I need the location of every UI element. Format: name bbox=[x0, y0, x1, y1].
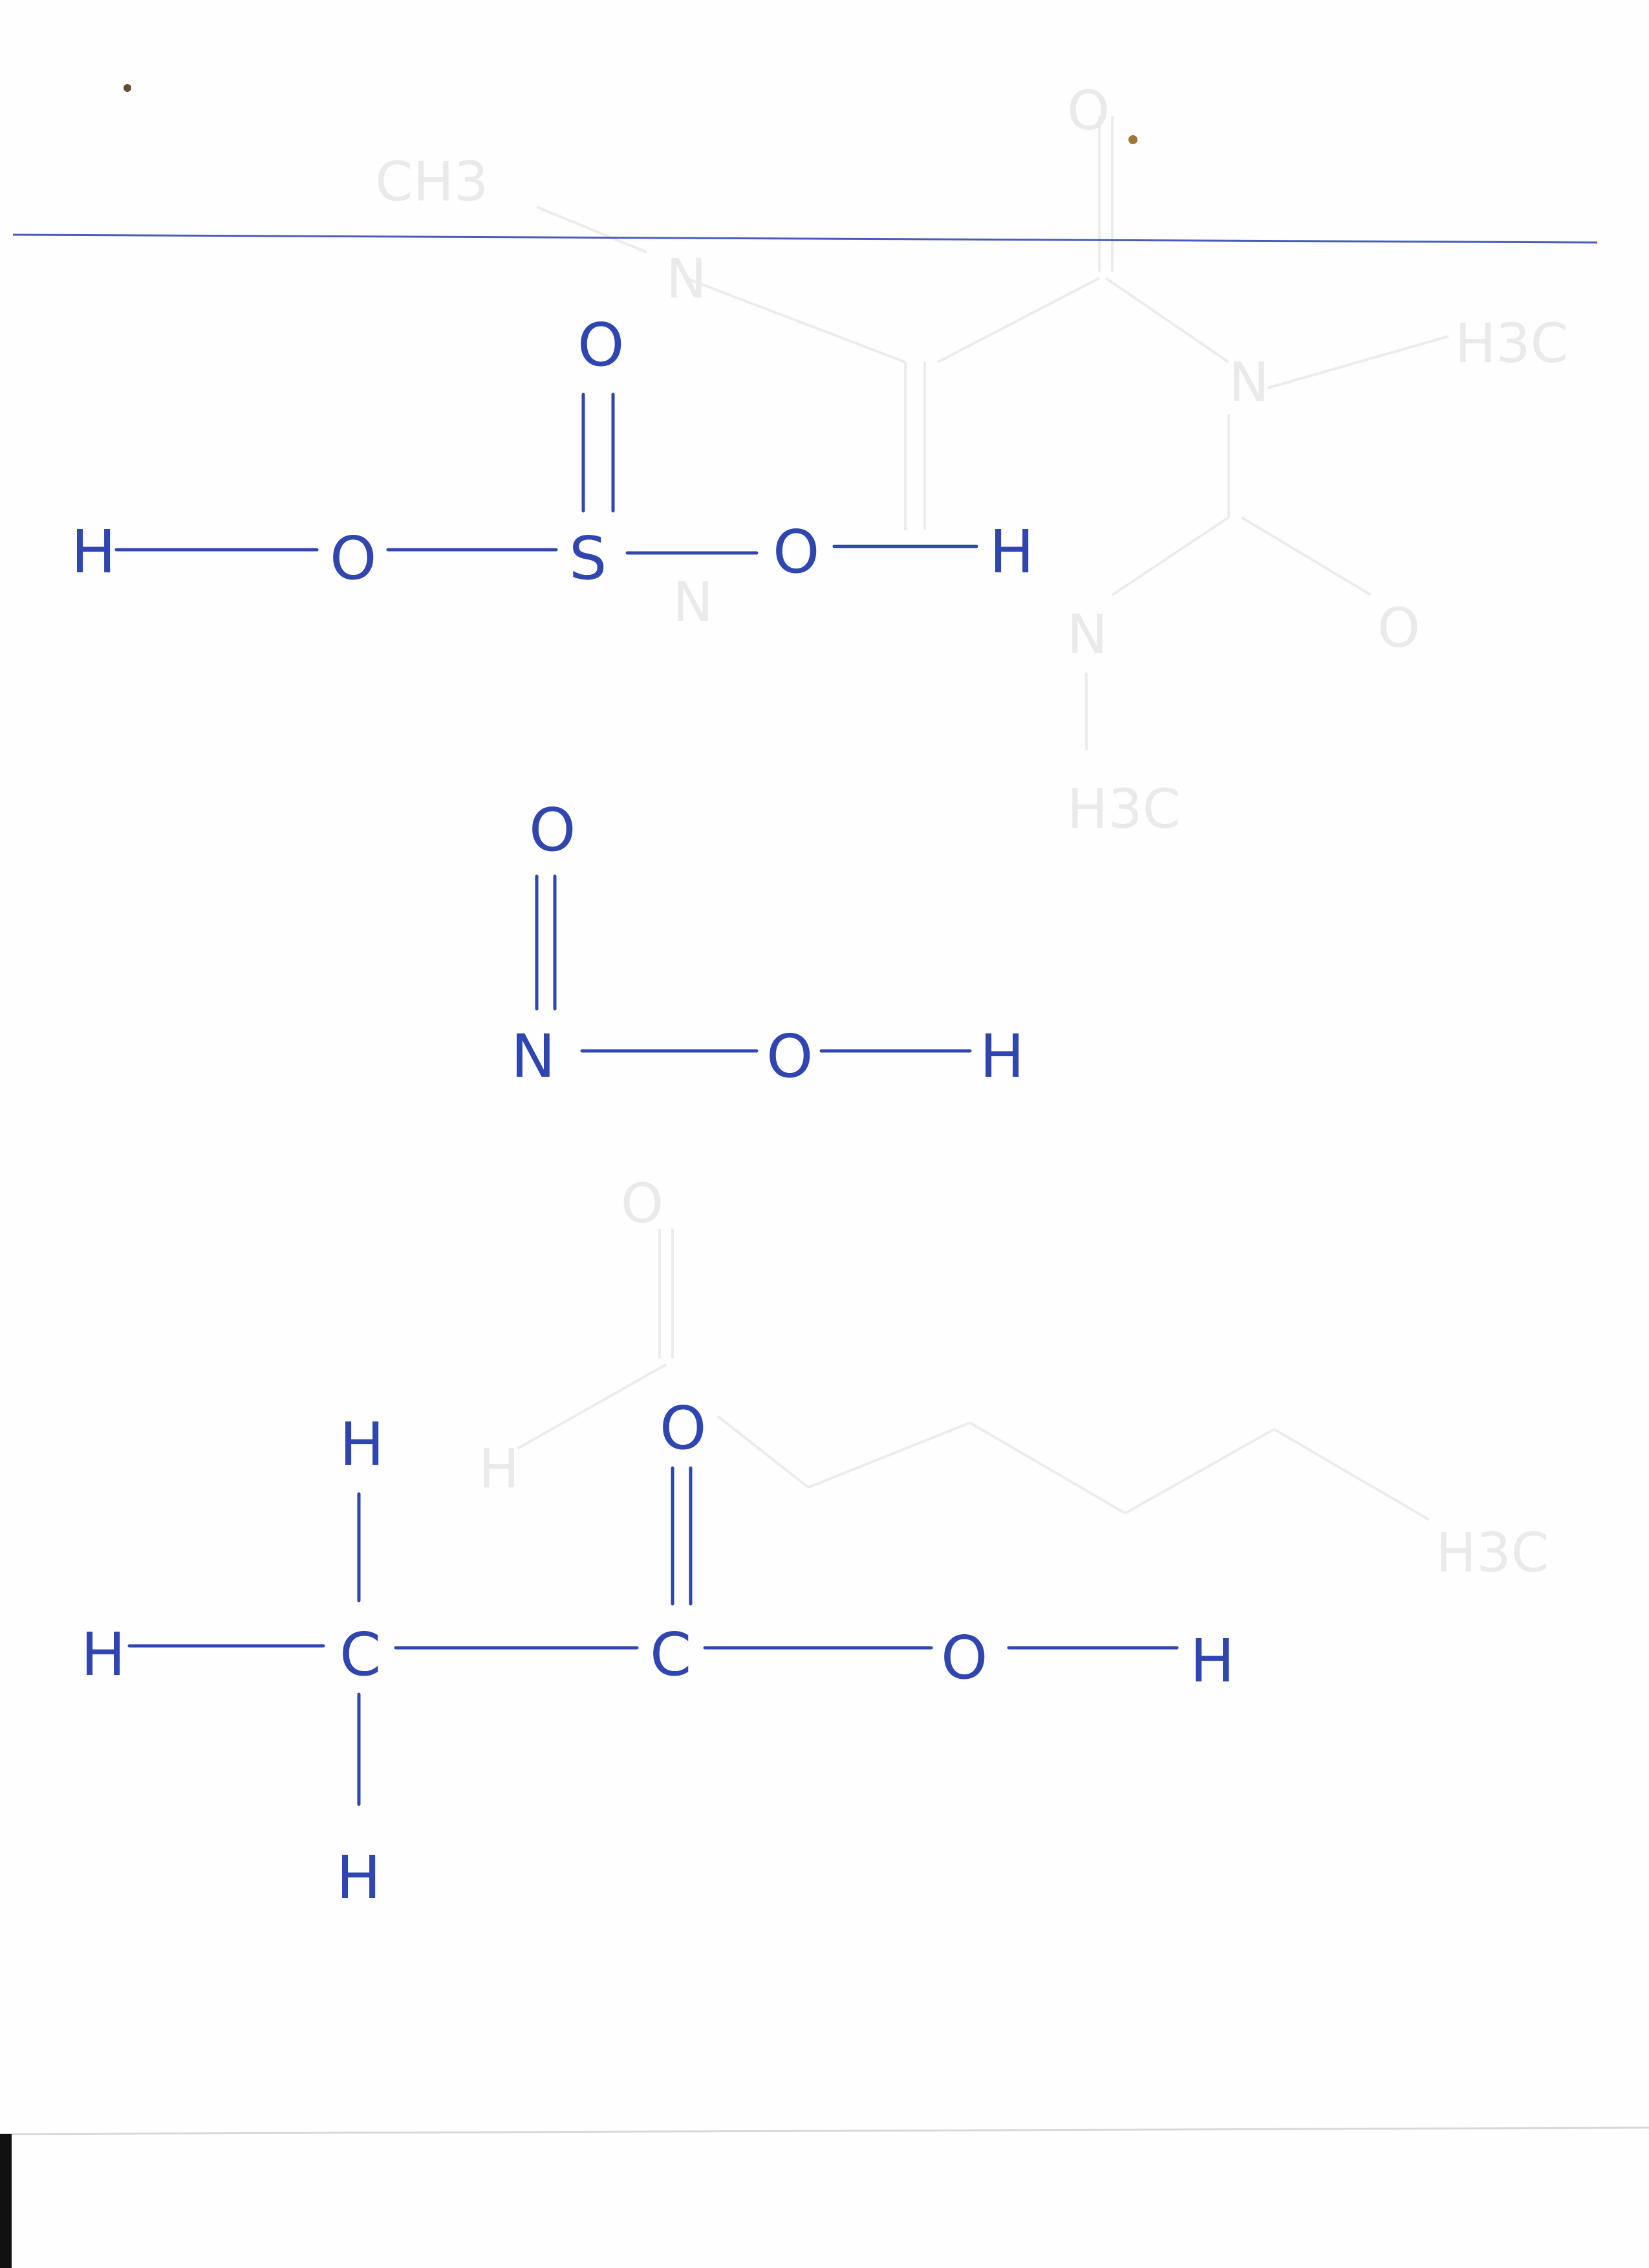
molecule-acetic-acid: H C H H C O O H bbox=[81, 1394, 1234, 1912]
atom-oxygen: O bbox=[941, 1623, 987, 1692]
atom-hydrogen: H bbox=[989, 517, 1034, 587]
bleed-through-structure: CH3 N O N H3C N O N H3C O H H3C bbox=[375, 79, 1568, 1584]
atom-carbon: C bbox=[650, 1620, 691, 1689]
bleed-label: N bbox=[1229, 351, 1269, 414]
molecule-sulfurous-acid: H O S O H O bbox=[71, 310, 1034, 593]
atom-hydrogen: H bbox=[1190, 1626, 1234, 1696]
bleed-label: O bbox=[621, 1172, 663, 1235]
bleed-label: N bbox=[673, 570, 713, 634]
bleed-label: O bbox=[1377, 596, 1420, 660]
bleed-label: H3C bbox=[1067, 777, 1180, 841]
bleed-label: N bbox=[1067, 603, 1108, 666]
bleed-label: O bbox=[1067, 79, 1110, 142]
atom-oxygen-double: O bbox=[660, 1394, 706, 1463]
page-bottom-edge bbox=[0, 2126, 1649, 2135]
atom-carbon: C bbox=[339, 1620, 381, 1689]
header-rule bbox=[12, 233, 1598, 244]
bleed-label: H bbox=[479, 1437, 519, 1500]
molecule-nitrous-acid: O N O H bbox=[511, 795, 1024, 1091]
bleed-label: H3C bbox=[1436, 1521, 1549, 1584]
atom-hydrogen: H bbox=[980, 1022, 1024, 1091]
bleed-label: CH3 bbox=[375, 150, 488, 213]
atom-hydrogen: H bbox=[71, 517, 116, 587]
atom-nitrogen: N bbox=[511, 1022, 555, 1091]
paper-speck bbox=[1128, 135, 1137, 144]
atom-hydrogen: H bbox=[339, 1410, 384, 1479]
atom-sulfur: S bbox=[569, 524, 607, 593]
atom-oxygen-double: O bbox=[529, 795, 576, 865]
atom-oxygen: O bbox=[330, 524, 376, 593]
bleed-label: H3C bbox=[1455, 312, 1568, 375]
paper-speck bbox=[124, 84, 131, 92]
atom-hydrogen: H bbox=[336, 1843, 381, 1912]
atom-oxygen: O bbox=[766, 1022, 813, 1091]
atom-oxygen-double: O bbox=[577, 310, 624, 380]
scanner-border bbox=[0, 2134, 12, 2268]
bleed-label: N bbox=[666, 247, 707, 310]
atom-oxygen: O bbox=[773, 517, 819, 587]
atom-hydrogen: H bbox=[81, 1620, 125, 1689]
